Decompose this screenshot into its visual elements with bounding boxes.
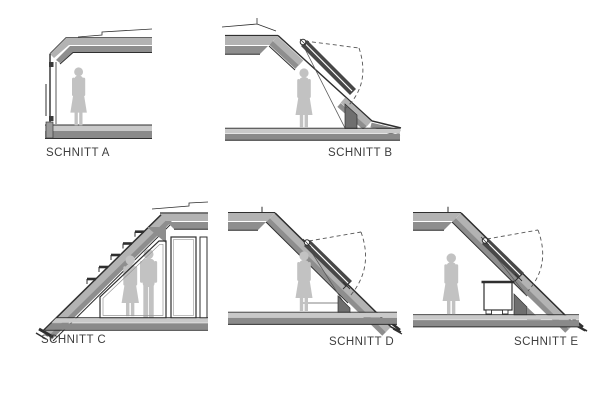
schnitt-d-drawing (228, 206, 403, 336)
flat-roof-band (413, 213, 461, 221)
schnitt-a-drawing (45, 28, 153, 139)
parapet-line (77, 28, 153, 38)
window-pane (199, 236, 208, 319)
frame-detail (49, 62, 54, 67)
flat-roof-band (56, 46, 152, 63)
schnitt-a-label: SCHNITT A (46, 147, 110, 159)
floor-slab (45, 323, 208, 330)
person-silhouette (442, 253, 460, 315)
sloped-roof-band (272, 36, 304, 66)
window-swing-arc (527, 229, 544, 292)
flat-roof-band (228, 213, 275, 221)
interior-line (302, 44, 347, 131)
roof-steps (86, 230, 144, 284)
sloped-roof-edge (277, 34, 402, 129)
schnitt-b-label: SCHNITT B (328, 147, 393, 159)
schnitt-b-drawing (221, 18, 402, 141)
window-swing-arc (308, 231, 362, 242)
schnitt-c-label: SCHNITT C (41, 334, 107, 346)
window-swing-arc (486, 229, 539, 240)
schnitt-d-label: SCHNITT D (329, 336, 395, 348)
schnitt-e-drawing (413, 206, 588, 333)
sloped-roof-band (43, 213, 169, 337)
floor-slab (413, 320, 579, 327)
knee-wall (513, 293, 528, 316)
flat-roof-band (225, 36, 278, 45)
floor-slab (228, 312, 397, 318)
flat-roof-band (50, 38, 152, 58)
floor-slab (225, 129, 400, 134)
schnitt-e-label: SCHNITT E (514, 336, 579, 348)
floor-slab (45, 131, 152, 138)
floor-slab (413, 315, 579, 320)
flat-roof-band (160, 213, 208, 221)
frame-detail (49, 116, 54, 121)
eaves-foot (38, 327, 54, 339)
person-silhouette (70, 67, 87, 126)
sloped-roof-band (269, 213, 391, 333)
schnitt-c-drawing (35, 201, 209, 342)
window-hinge (303, 239, 311, 246)
parapet-line (151, 201, 209, 210)
person-silhouette (139, 249, 158, 318)
flat-roof-band (167, 222, 208, 229)
floor-slab (228, 317, 397, 324)
cabinet (481, 280, 515, 315)
window-swing-arc (345, 47, 364, 109)
window-pane (170, 236, 197, 319)
window-hinge (481, 237, 489, 244)
flat-roof-band (225, 46, 268, 54)
floor-slab (45, 125, 152, 131)
window-swing-arc (304, 40, 360, 49)
floor-slab (51, 318, 208, 323)
wall-footing (45, 121, 54, 139)
flat-roof-band (413, 222, 452, 230)
sash-end-mark (514, 273, 523, 282)
floor-slab (225, 134, 400, 140)
sloped-roof-band (340, 97, 372, 127)
sash-end-mark (342, 281, 351, 290)
person-silhouette (295, 68, 313, 128)
ridge-shadow-wedge (147, 227, 166, 243)
flat-roof-band (228, 222, 266, 230)
window-swing-arc (349, 231, 367, 297)
parapet-line (221, 18, 277, 32)
